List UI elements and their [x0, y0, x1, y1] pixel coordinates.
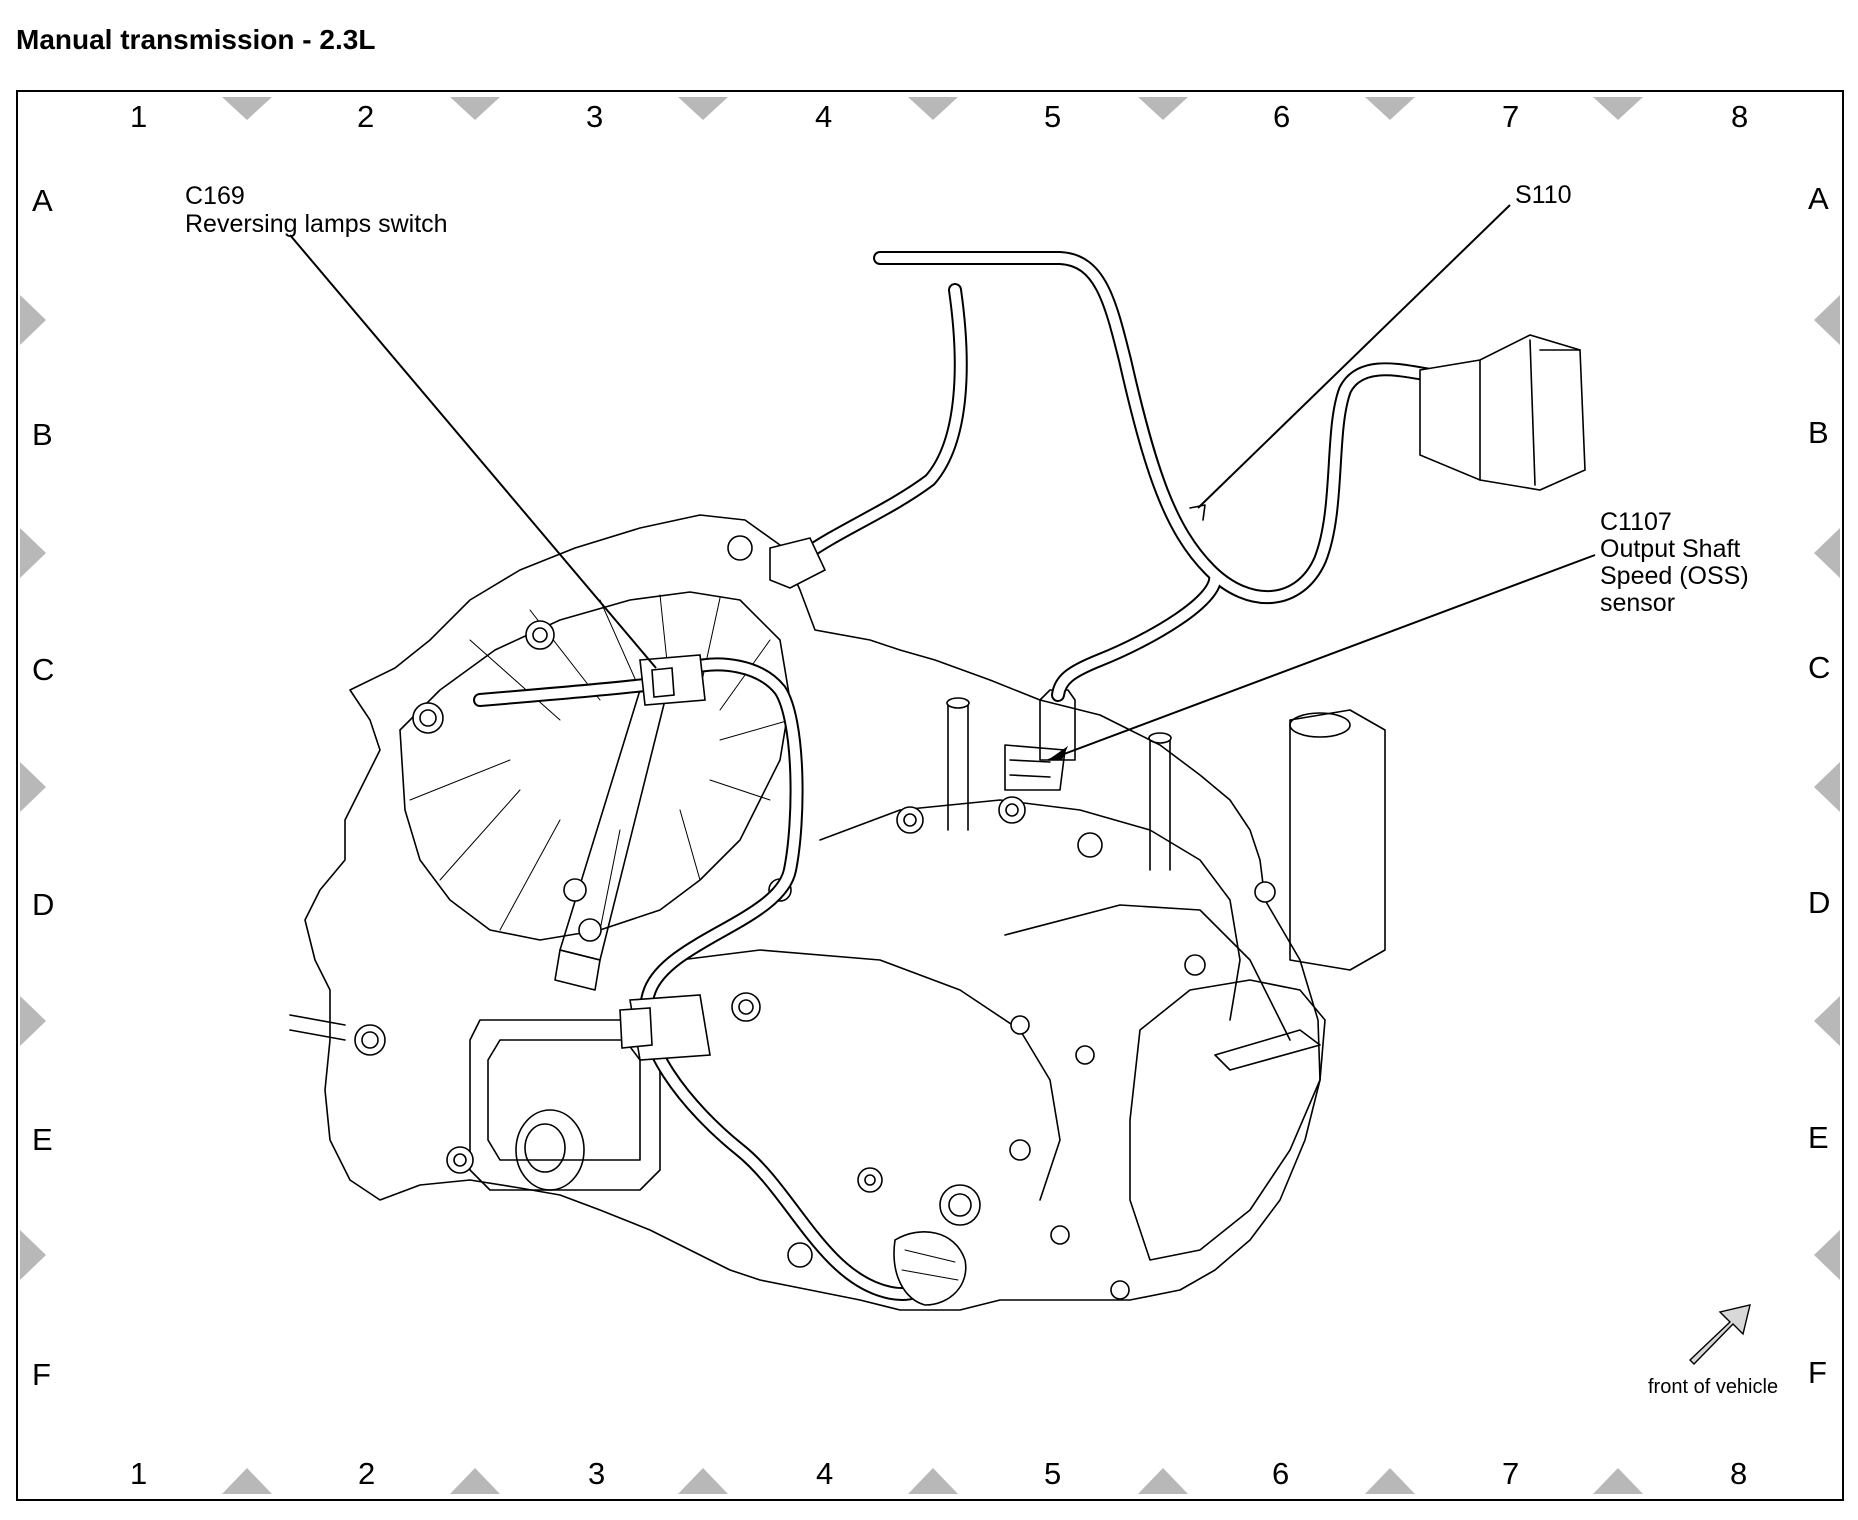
- c1107-line1: Output Shaft: [1600, 535, 1740, 563]
- grid-row-label: A: [1808, 181, 1829, 216]
- c1107-line2: Speed (OSS): [1600, 562, 1749, 590]
- grid-col-label: 4: [815, 99, 832, 134]
- grid-row-label: C: [1808, 650, 1830, 685]
- grid-rows-left: A B C D E F: [32, 183, 54, 1392]
- callout-c169: C169 Reversing lamps switch: [185, 182, 448, 238]
- grid-row-label: B: [32, 417, 53, 452]
- grid-col-label: 7: [1502, 1456, 1519, 1491]
- front-of-vehicle-indicator: front of vehicle: [1648, 1304, 1778, 1398]
- callout-leaders: [289, 204, 1596, 761]
- grid-markers-bottom: [222, 1468, 1643, 1494]
- grid-row-label: D: [32, 887, 54, 922]
- callout-s110: S110: [1515, 181, 1572, 209]
- c169-description: Reversing lamps switch: [185, 210, 448, 238]
- callout-c1107: C1107 Output Shaft Speed (OSS) sensor: [1600, 508, 1749, 617]
- grid-columns-bottom: 1 2 3 4 5 6 7 8: [130, 1456, 1747, 1491]
- page-title: Manual transmission - 2.3L: [16, 24, 376, 55]
- grid-row-label: F: [32, 1357, 51, 1392]
- grid-col-label: 2: [357, 99, 374, 134]
- grid-col-label: 8: [1730, 1456, 1747, 1491]
- s110-id: S110: [1515, 181, 1572, 209]
- grid-col-label: 6: [1272, 1456, 1289, 1491]
- grid-row-label: C: [32, 652, 54, 687]
- front-of-vehicle-arrow-icon: [1688, 1304, 1751, 1365]
- grid-rows-right: A B C D E F: [1808, 181, 1830, 1390]
- grid-col-label: 5: [1044, 99, 1061, 134]
- diagram-frame: [16, 90, 1844, 1501]
- front-of-vehicle-label: front of vehicle: [1648, 1376, 1778, 1398]
- grid-col-label: 3: [586, 99, 603, 134]
- grid-col-label: 5: [1044, 1456, 1061, 1491]
- grid-row-label: F: [1808, 1355, 1827, 1390]
- grid-col-label: 2: [358, 1456, 375, 1491]
- grid-row-label: D: [1808, 885, 1830, 920]
- c169-id: C169: [185, 182, 245, 210]
- grid-col-label: 6: [1273, 99, 1290, 134]
- grid-col-label: 1: [130, 99, 147, 134]
- wiring-harness: [473, 251, 1586, 1306]
- grid-col-label: 1: [130, 1456, 147, 1491]
- grid-col-label: 7: [1502, 99, 1519, 134]
- grid-row-label: B: [1808, 415, 1829, 450]
- grid-columns-top: 1 2 3 4 5 6 7 8: [130, 99, 1748, 134]
- grid-col-label: 3: [588, 1456, 605, 1491]
- grid-col-label: 4: [816, 1456, 833, 1491]
- grid-row-label: E: [32, 1122, 53, 1157]
- grid-row-label: E: [1808, 1120, 1829, 1155]
- grid-markers-top: [222, 97, 1643, 120]
- grid-markers-left: [20, 295, 46, 1280]
- grid-col-label: 8: [1731, 99, 1748, 134]
- c1107-id: C1107: [1600, 508, 1672, 536]
- transmission-illustration: [289, 514, 1386, 1311]
- c1107-line3: sensor: [1600, 589, 1675, 617]
- grid-row-label: A: [32, 183, 53, 218]
- grid-markers-right: [1814, 295, 1840, 1280]
